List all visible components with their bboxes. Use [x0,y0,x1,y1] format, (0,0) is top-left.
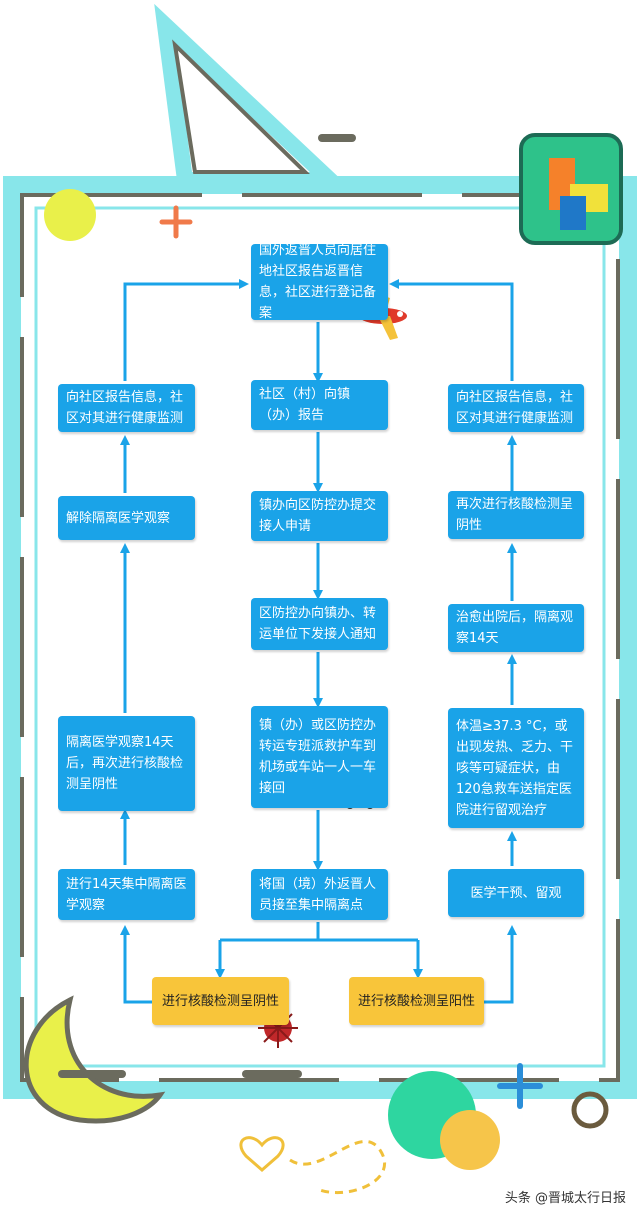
node-quarantine-label: 将国（境）外返晋人员接至集中隔离点 [259,876,377,913]
heart-icon [239,1136,285,1172]
moon-icon [23,995,166,1124]
node-town-apply: 镇办向区防控办提交接人申请 [251,491,388,541]
node-quarantine-site: 将国（境）外返晋人员接至集中隔离点 [251,869,388,920]
node-community-report: 社区（村）向镇（办）报告 [251,380,388,430]
node-left-release-label: 解除隔离医学观察 [66,510,171,526]
node-right-monitor: 向社区报告信息，社区对其进行健康监测 [448,384,584,432]
plus-icon [159,205,193,239]
node-right-monitor-label: 向社区报告信息，社区对其进行健康监测 [456,390,574,426]
node-left-release: 解除隔离医学观察 [58,496,195,540]
outer-frame [3,176,637,1099]
node-right-discharge-label: 治愈出院后，隔离观察14天 [456,610,574,646]
node-left-quarantine-label: 进行14天集中隔离医学观察 [66,876,187,913]
node-community-label: 社区（村）向镇（办）报告 [259,387,351,423]
node-test-positive: 进行核酸检测呈阳性 [349,977,484,1025]
node-ambulance-pickup: 镇（办）或区防控办转运专班派救护车到机场或车站一人一车接回 [251,706,388,808]
node-right-retest: 再次进行核酸检测呈阴性 [448,491,584,539]
node-positive-label: 进行核酸检测呈阳性 [357,993,475,1009]
node-district-label: 区防控办向镇办、转运单位下发接人通知 [259,606,377,642]
bar-chart-icon [519,133,623,245]
node-district-notice: 区防控办向镇办、转运单位下发接人通知 [251,598,388,650]
node-left-monitor: 向社区报告信息，社区对其进行健康监测 [58,384,195,432]
node-start-label: 国外返晋人员向居住地社区报告返晋信息，社区进行登记备案 [259,243,377,321]
node-right-hospital-label: 体温≥37.3 °C，或出现发热、乏力、干咳等可疑症状，由120急救车送指定医院… [456,718,574,818]
flow-arrows [120,279,517,1004]
orange-circle [440,1110,500,1170]
node-town-label: 镇办向区防控办提交接人申请 [259,498,377,534]
node-ambulance-label: 镇（办）或区防控办转运专班派救护车到机场或车站一人一车接回 [259,718,377,796]
node-negative-label: 进行核酸检测呈阴性 [161,993,279,1009]
yellow-circle [44,189,96,241]
node-left-monitor-label: 向社区报告信息，社区对其进行健康监测 [66,390,184,426]
node-start-report: 国外返晋人员向居住地社区报告返晋信息，社区进行登记备案 [251,243,388,321]
footer-source: 头条 @晋城太行日报 [504,1191,626,1206]
node-right-intervention: 医学干预、留观 [448,869,584,917]
ring-icon [571,1091,609,1129]
node-right-intervention-label: 医学干预、留观 [470,885,562,901]
node-left-retest-label: 隔离医学观察14天后，再次进行核酸检测呈阴性 [66,735,184,792]
node-right-hospital: 体温≥37.3 °C，或出现发热、乏力、干咳等可疑症状，由120急救车送指定医院… [448,708,584,828]
node-left-quarantine: 进行14天集中隔离医学观察 [58,869,195,920]
blue-plus-icon [497,1063,543,1109]
node-right-retest-label: 再次进行核酸检测呈阴性 [456,497,574,533]
node-left-retest: 隔离医学观察14天后，再次进行核酸检测呈阴性 [58,716,195,811]
node-test-negative: 进行核酸检测呈阴性 [152,977,289,1025]
node-right-discharge: 治愈出院后，隔离观察14天 [448,604,584,652]
